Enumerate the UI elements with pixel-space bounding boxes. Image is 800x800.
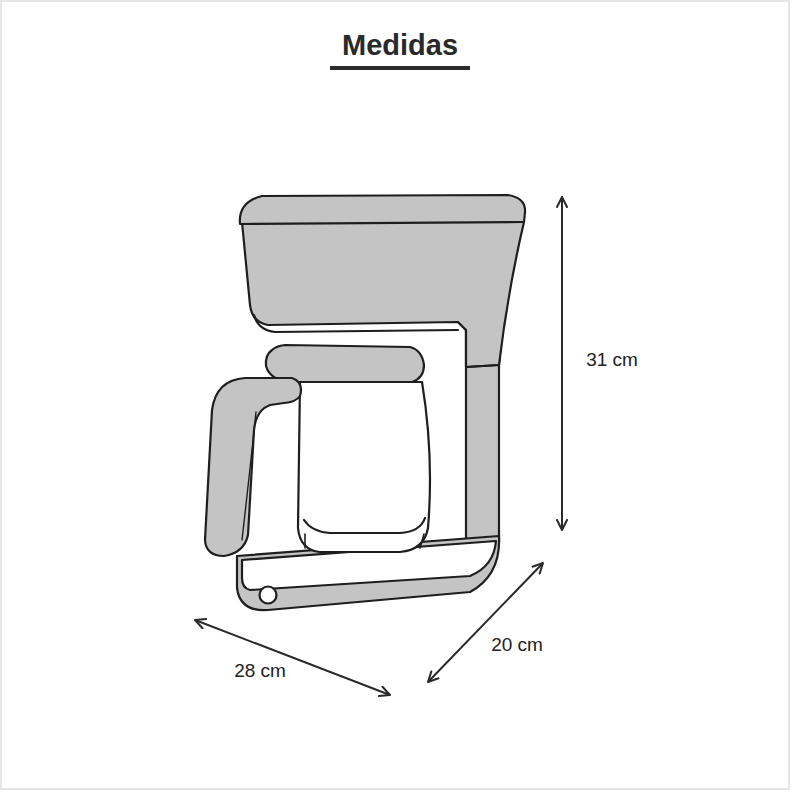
handle-inner — [242, 412, 256, 540]
lid — [240, 195, 525, 224]
carafe-bottom — [305, 534, 424, 548]
carafe-lid — [266, 345, 424, 382]
tank-edge — [254, 315, 458, 332]
dimension-label: 28 cm — [231, 660, 289, 682]
dimension-label: 31 cm — [583, 349, 641, 371]
power-button — [260, 587, 277, 604]
dimension-label: 20 cm — [488, 634, 546, 656]
tank-seam — [466, 365, 499, 367]
frame — [1, 1, 789, 789]
carafe-level — [304, 518, 425, 533]
height-arrow — [561, 197, 563, 530]
diagram-title: Medidas — [339, 29, 461, 62]
carafe-glass — [298, 382, 430, 552]
depth-arrow — [428, 563, 543, 682]
title-underline — [330, 66, 470, 70]
carafe-handle — [205, 378, 301, 556]
width-arrow — [195, 620, 390, 695]
